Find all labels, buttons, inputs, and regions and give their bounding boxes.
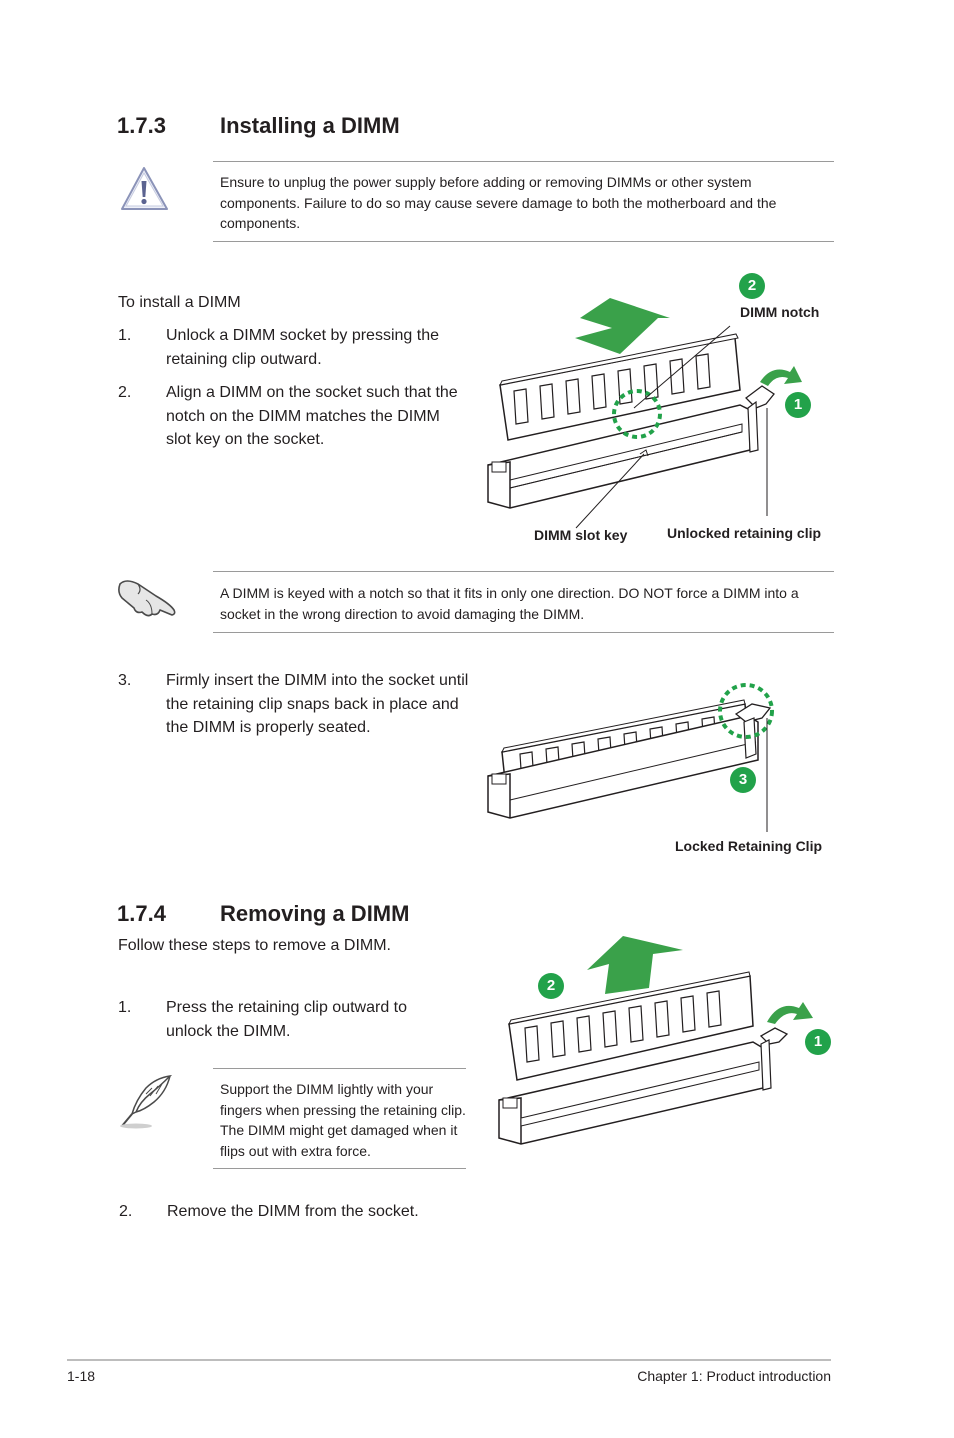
step-number: 1. <box>118 999 132 1016</box>
step-text: Unlock a DIMM socket by pressing the ret… <box>166 327 439 368</box>
step-text: Align a DIMM on the socket such that the… <box>166 384 458 448</box>
step-number: 1. <box>118 327 132 344</box>
section-number: 1.7.4 <box>117 901 166 926</box>
step-text: Firmly insert the DIMM into the socket u… <box>166 672 469 736</box>
note-rule-bottom <box>213 632 834 633</box>
unlocked-clip-label: Unlocked retaining clip <box>667 525 822 541</box>
warning-note-text: Ensure to unplug the power supply before… <box>220 174 777 231</box>
note-rule-bottom <box>213 1168 466 1169</box>
unlock-arrow-icon <box>767 1002 813 1024</box>
footer-rule <box>67 1359 831 1361</box>
note-rule-top <box>213 571 834 572</box>
step-badge-2: 2 <box>538 973 564 999</box>
install-intro: To install a DIMM <box>118 294 241 311</box>
step-badge-1: 1 <box>805 1029 831 1055</box>
step-text: Remove the DIMM from the socket. <box>167 1203 419 1220</box>
pointing-hand-icon <box>118 580 176 617</box>
page-number: 1-18 <box>67 1368 96 1384</box>
step-badge-3: 3 <box>730 767 756 793</box>
clip-highlight <box>718 683 774 739</box>
remove-intro: Follow these steps to remove a DIMM. <box>118 937 391 954</box>
dimm-notch-label: DIMM notch <box>740 304 820 320</box>
chapter-title: Chapter 1: Product introduction <box>637 1368 831 1384</box>
step-number: 2. <box>118 384 132 401</box>
dimm-remove-illustration <box>498 936 813 1145</box>
unlock-arrow-icon <box>760 366 802 386</box>
step-number: 2. <box>119 1203 133 1220</box>
section-number: 1.7.3 <box>117 113 166 138</box>
step-badge-1: 1 <box>785 392 811 418</box>
note-rule-top <box>213 1068 466 1069</box>
insert-arrow-icon <box>575 298 670 354</box>
locked-clip-label: Locked Retaining Clip <box>675 838 823 854</box>
step-badge-2: 2 <box>739 273 765 299</box>
step-number: 3. <box>118 672 132 689</box>
dimm-slot-key-label: DIMM slot key <box>534 527 628 543</box>
note-rule-top <box>213 161 834 162</box>
remove-arrow-icon <box>587 936 683 994</box>
note-rule-bottom <box>213 241 834 242</box>
quill-note-text: Support the DIMM lightly with your finge… <box>220 1081 466 1159</box>
warning-triangle-icon <box>121 167 168 210</box>
quill-pen-icon <box>120 1074 173 1129</box>
dimm-install-illustration <box>487 298 802 529</box>
section-title: Installing a DIMM <box>220 113 400 138</box>
step-text: Press the retaining clip outward to unlo… <box>166 999 408 1040</box>
notch-highlight <box>612 389 662 439</box>
section-title: Removing a DIMM <box>220 901 410 926</box>
hand-note-text: A DIMM is keyed with a notch so that it … <box>220 585 799 622</box>
dimm-locked-illustration <box>487 683 774 832</box>
